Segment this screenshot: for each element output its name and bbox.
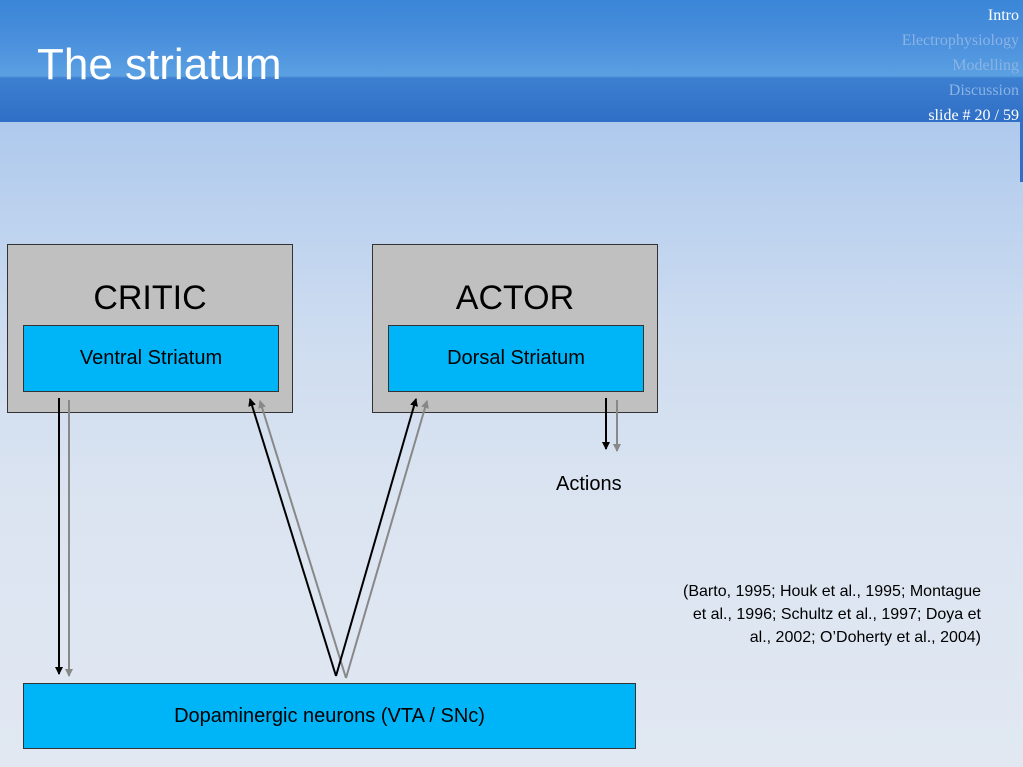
actions-label: Actions xyxy=(556,473,622,495)
nav-item-electrophysiology[interactable]: Electrophysiology xyxy=(901,32,1019,49)
citation: (Barto, 1995; Houk et al., 1995; Montagu… xyxy=(683,583,981,646)
critic-label: CRITIC xyxy=(93,279,207,317)
arrow-dopamine-to-critic-dark xyxy=(248,398,337,677)
arrow-dopamine-to-actor-dark xyxy=(335,398,418,677)
edge-bar xyxy=(1020,122,1023,182)
section-navigation: Intro Electrophysiology Modelling Discus… xyxy=(902,3,1019,128)
nav-item-intro[interactable]: Intro xyxy=(987,7,1019,24)
critic-box: CRITIC Ventral Striatum xyxy=(7,244,293,413)
dopaminergic-neurons-box: Dopaminergic neurons (VTA / SNc) xyxy=(23,683,636,749)
slide-title: The striatum xyxy=(37,40,282,89)
nav-item-modelling[interactable]: Modelling xyxy=(952,57,1019,74)
dorsal-striatum-box: Dorsal Striatum xyxy=(388,325,644,392)
slide-header xyxy=(0,0,1023,122)
actor-label: ACTOR xyxy=(455,279,575,317)
arrow-dopamine-to-actor-gray xyxy=(345,400,429,679)
actor-box: ACTOR Dorsal Striatum xyxy=(372,244,658,413)
ventral-striatum-box: Ventral Striatum xyxy=(23,325,279,392)
arrow-dopamine-to-critic-gray xyxy=(258,400,347,679)
nav-item-discussion[interactable]: Discussion xyxy=(948,82,1019,99)
slide-number: slide # 20 / 59 xyxy=(928,107,1019,124)
